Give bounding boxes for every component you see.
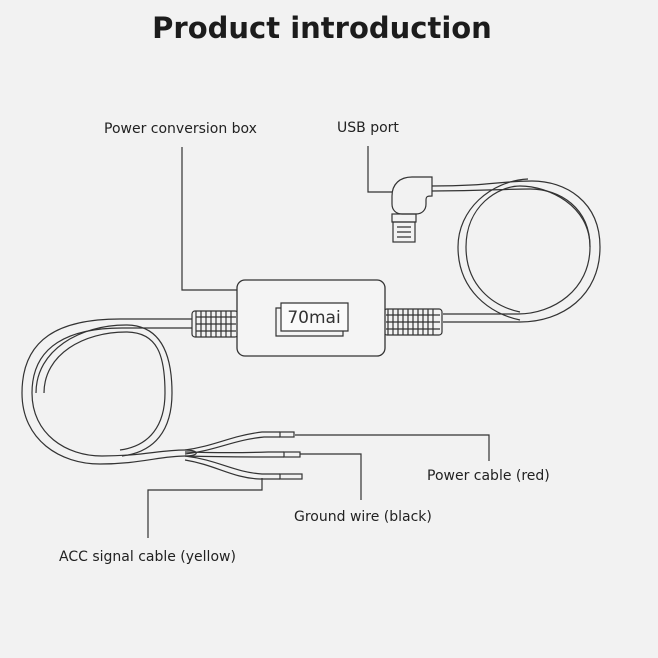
wire-cable bbox=[21, 318, 197, 465]
label-power-cable: Power cable (red) bbox=[427, 468, 550, 484]
power-conversion-box: 70mai bbox=[236, 279, 386, 357]
right-strain-relief bbox=[383, 308, 443, 336]
left-strain-relief bbox=[191, 310, 239, 338]
leader-ground-wire bbox=[300, 453, 362, 500]
page-title: Product introduction bbox=[152, 11, 492, 45]
leader-acc-signal-cable bbox=[147, 478, 263, 538]
split-wires bbox=[184, 431, 303, 480]
usb-plug bbox=[391, 176, 433, 243]
label-power-conversion-box: Power conversion box bbox=[104, 121, 257, 137]
label-acc-signal-cable: ACC signal cable (yellow) bbox=[59, 549, 236, 565]
brand-logo: 70mai bbox=[287, 308, 340, 328]
leader-power-conversion-box bbox=[181, 147, 240, 291]
leader-usb-port bbox=[367, 146, 392, 193]
usb-cable bbox=[431, 178, 601, 323]
label-ground-wire: Ground wire (black) bbox=[294, 509, 432, 525]
leader-power-cable bbox=[295, 434, 490, 461]
label-usb-port: USB port bbox=[337, 120, 399, 136]
